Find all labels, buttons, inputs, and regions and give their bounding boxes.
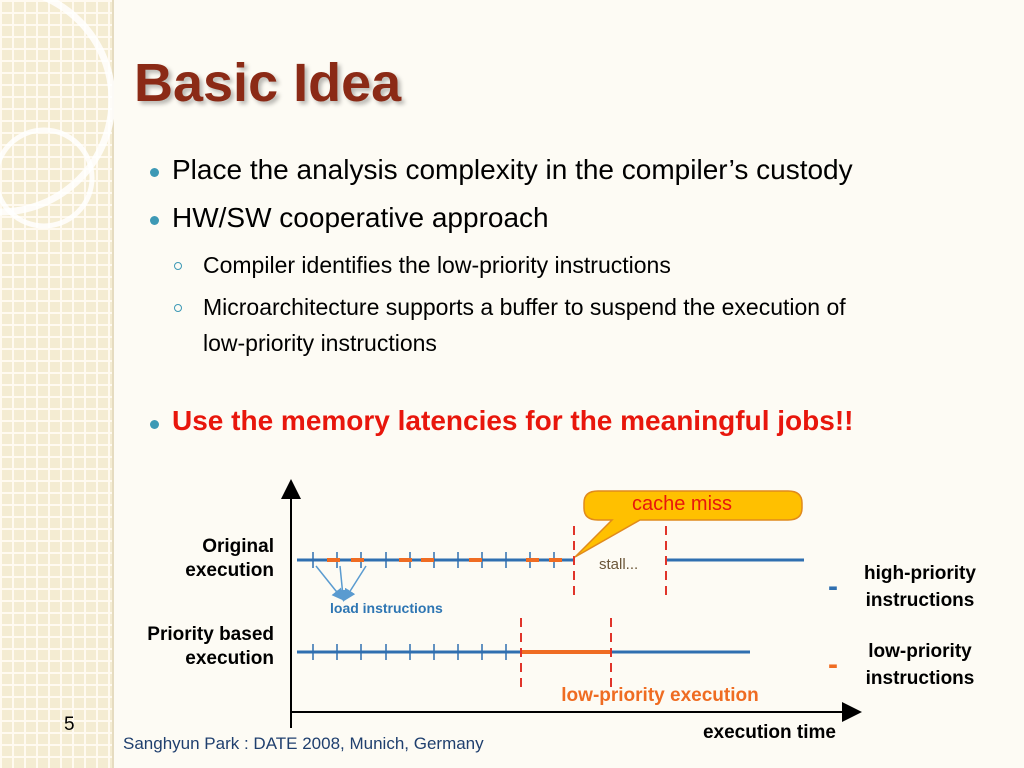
decorative-circles [0, 0, 114, 229]
bullet-dot [150, 168, 159, 177]
legend-high-priority-line2: instructions [865, 590, 975, 611]
row-label-original-line1: Original [202, 536, 274, 557]
decorative-grid-strip [0, 0, 112, 768]
priority-tick-marks [312, 644, 507, 660]
x-axis-label: execution time [703, 722, 836, 743]
legend-low-priority: low-priority instructions [850, 638, 990, 692]
row-label-priority-line1: Priority based [147, 624, 274, 645]
legend-marker-low-priority: - [828, 648, 838, 681]
bullet-1-text: Place the analysis complexity in the com… [172, 154, 853, 185]
bullet-dot [150, 216, 159, 225]
bullet-3-text: Use the memory latencies for the meaning… [172, 405, 854, 436]
subbullet-ring [174, 304, 182, 312]
bullet-dot [150, 420, 159, 429]
subbullet-1-text: Compiler identifies the low-priority ins… [203, 252, 671, 278]
legend-high-priority: high-priority instructions [850, 560, 990, 614]
load-instruction-pointers [315, 565, 367, 602]
legend-high-priority-line1: high-priority [864, 563, 976, 584]
load-instructions-label: load instructions [330, 600, 443, 616]
subbullet-2-line2: low-priority instructions [203, 330, 437, 356]
slide-title: Basic Idea [134, 53, 402, 113]
legend-marker-high-priority: - [828, 570, 838, 603]
bullet-2-text: HW/SW cooperative approach [172, 202, 549, 233]
slide-number: 5 [64, 714, 75, 735]
low-priority-execution-label: low-priority execution [561, 685, 758, 706]
row-label-original-line2: execution [185, 560, 274, 581]
subbullet-ring [174, 262, 182, 270]
legend-low-priority-line1: low-priority [868, 641, 972, 662]
strip-edge-line [112, 0, 114, 768]
cache-miss-callout [574, 490, 803, 558]
cache-miss-label: cache miss [632, 493, 732, 515]
footer-text: Sanghyun Park : DATE 2008, Munich, Germa… [123, 734, 484, 753]
row-label-priority: Priority based execution [100, 623, 274, 671]
stall-label: stall... [599, 556, 638, 573]
row-label-original: Original execution [100, 535, 274, 583]
row-label-priority-line2: execution [185, 648, 274, 669]
legend-low-priority-line2: instructions [865, 668, 975, 689]
subbullet-2-line1: Microarchitecture supports a buffer to s… [203, 294, 846, 320]
